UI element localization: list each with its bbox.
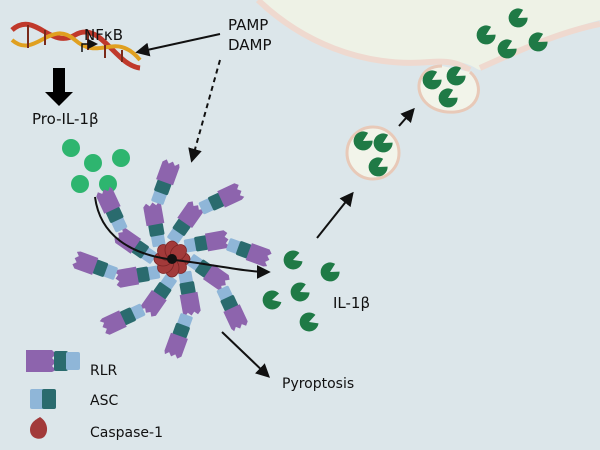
rlr-asc-unit bbox=[214, 284, 250, 332]
rlr-asc-unit bbox=[183, 229, 230, 256]
il1b-label: IL-1β bbox=[333, 294, 370, 312]
rlr-asc-unit bbox=[71, 250, 120, 283]
rlr-asc-unit bbox=[224, 235, 273, 268]
rlr-asc-unit bbox=[114, 262, 161, 289]
legend-rlr-label: RLR bbox=[90, 363, 118, 379]
legend-caspase-1-label: Caspase-1 bbox=[90, 425, 163, 441]
plasma-membrane bbox=[255, 0, 472, 73]
rlr-icon bbox=[26, 350, 80, 372]
il1b-to-vesicle-arrow bbox=[316, 191, 354, 239]
caspase-1-icon bbox=[30, 417, 48, 439]
pamp-to-nfkb-arrow bbox=[135, 33, 221, 57]
pro-il1b-label: Pro-IL-1β bbox=[32, 110, 99, 128]
pro-il1b-molecules bbox=[62, 139, 130, 193]
damp-label: DAMP bbox=[228, 36, 272, 54]
vesicle-icon bbox=[345, 125, 401, 181]
rlr-asc-unit bbox=[142, 201, 169, 248]
rlr-asc-unit bbox=[99, 301, 147, 337]
asc-icon bbox=[30, 389, 56, 409]
rlr-asc-unit bbox=[94, 186, 130, 234]
rlr-asc-unit bbox=[197, 181, 245, 217]
rlr-asc-unit bbox=[175, 270, 202, 317]
pyroptosis-arrow bbox=[221, 331, 271, 378]
rlr-asc-unit bbox=[148, 158, 181, 207]
legend-asc-label: ASC bbox=[90, 393, 118, 409]
transcription-arrow bbox=[45, 68, 73, 106]
il1b-molecules bbox=[260, 248, 343, 335]
vesicle-to-membrane-arrow bbox=[398, 107, 415, 127]
pamp-label: PAMP bbox=[228, 16, 268, 34]
pamp-to-inflammasome-arrow bbox=[188, 59, 221, 163]
legend: RLR ASC Caspase-1 bbox=[26, 350, 163, 441]
nfkb-label: NFκB bbox=[84, 26, 123, 44]
promoter-arrow-icon bbox=[81, 38, 99, 52]
fusing-vesicle-icon bbox=[417, 63, 480, 114]
cleavage-point bbox=[167, 254, 177, 264]
dna-helix-icon bbox=[10, 21, 142, 71]
pyroptosis-label: Pyroptosis bbox=[282, 376, 354, 392]
rlr-asc-unit bbox=[163, 311, 196, 360]
